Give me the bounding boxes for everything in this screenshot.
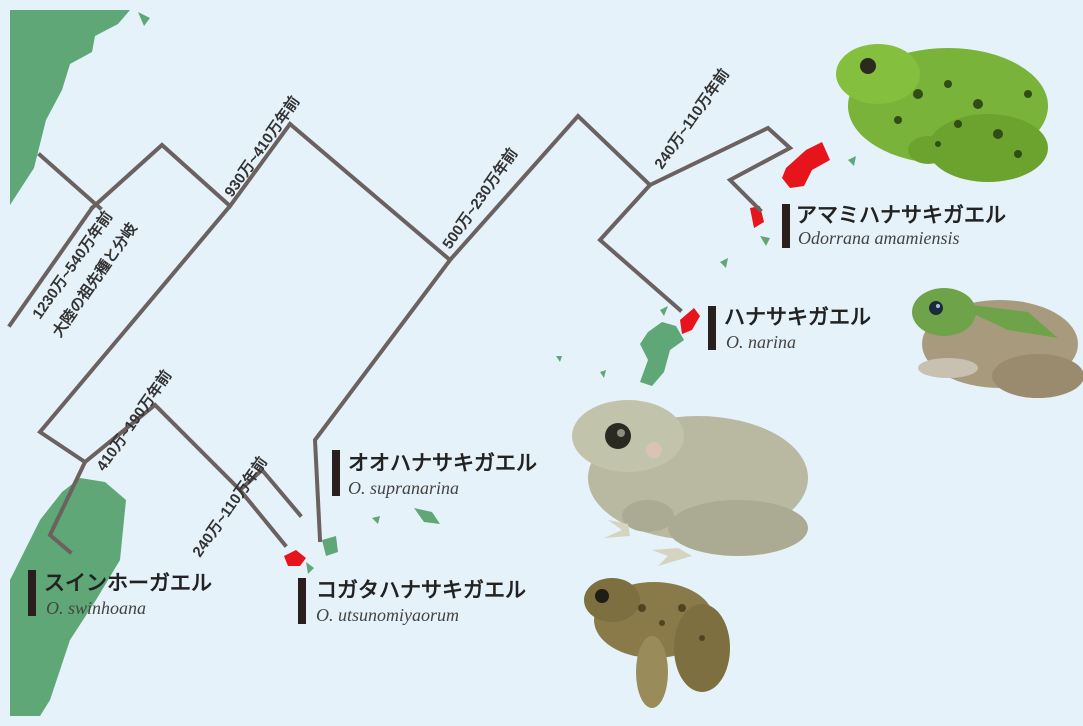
species-name-sci: Odorrana amamiensis: [798, 228, 960, 248]
frog-foreleg: [908, 136, 948, 164]
label-bar: [28, 570, 36, 616]
frog-ear: [646, 442, 662, 458]
label-bar: [332, 450, 340, 496]
islet: [760, 236, 770, 246]
species-name-jp: アマミハナサキガエル: [796, 203, 1006, 227]
mainland-island: [138, 12, 150, 26]
branch-narina: [600, 185, 680, 310]
yaeyama-highlight: [284, 550, 306, 566]
frog-eye: [860, 58, 876, 74]
species-name-sci: O. utsunomiyaorum: [316, 605, 459, 625]
frog-head: [912, 288, 976, 336]
species-name-jp: スインホーガエル: [44, 571, 212, 595]
taiwan-island: [10, 478, 126, 716]
frog-photo-icon: [572, 400, 808, 566]
islet: [848, 156, 856, 166]
frog-photo-icon: [836, 44, 1048, 182]
okinawa-islands: [640, 322, 684, 386]
frog-photo-icon: [912, 288, 1083, 398]
species-label-narina: ハナサキガエル O. narina: [708, 305, 871, 352]
branch-utsunomiyaorum: [240, 490, 285, 545]
islet: [600, 370, 606, 378]
species-name-jp: オオハナサキガエル: [348, 451, 537, 475]
label-bar: [708, 306, 716, 350]
branch-supranarina: [315, 260, 450, 540]
frog-hindleg: [992, 354, 1083, 398]
frog-foreleg: [918, 358, 978, 378]
frog-eye-highlight: [617, 429, 625, 437]
frog-eye: [929, 301, 943, 315]
species-label-supranarina: オオハナサキガエル O. supranarina: [332, 450, 537, 498]
label-bar: [782, 204, 790, 248]
species-name-sci: O. swinhoana: [46, 598, 146, 618]
branch-continental-tip: [40, 155, 100, 208]
frog-foreleg: [622, 500, 674, 532]
islet: [322, 536, 338, 556]
divergence-label-410: 410万~190万年前: [93, 367, 176, 475]
islet: [720, 258, 728, 268]
species-label-utsunomiyaorum: コガタハナサキガエル O. utsunomiyaorum: [298, 578, 526, 625]
species-name-sci: O. narina: [726, 332, 796, 352]
islet: [372, 516, 380, 524]
species-name-jp: コガタハナサキガエル: [316, 578, 526, 602]
branch-node2: [290, 116, 650, 260]
divergence-label-240-amami: 240万~110万年前: [651, 65, 733, 172]
frog-hindleg: [674, 604, 730, 692]
frog-foreleg: [636, 636, 668, 708]
frog-hindfoot: [652, 548, 692, 566]
species-name-jp: ハナサキガエル: [724, 305, 871, 329]
frog-head: [584, 578, 640, 622]
species-name-sci: O. supranarina: [348, 478, 459, 498]
divergence-label-930: 930万~410万年前: [221, 93, 304, 201]
frog-eye: [605, 423, 631, 449]
frog-photo-icon: [584, 578, 730, 708]
mainland-china: [10, 10, 130, 205]
frog-eye-highlight: [936, 304, 940, 308]
frog-eye: [595, 589, 609, 603]
islet: [414, 508, 440, 524]
islet: [556, 356, 562, 362]
frog-head: [836, 44, 920, 104]
okinawa-highlight: [680, 308, 700, 334]
divergence-label-240-yaeyama: 240万~110万年前: [189, 453, 271, 560]
islet: [660, 306, 668, 316]
species-label-swinhoana: スインホーガエル O. swinhoana: [28, 570, 212, 618]
islet: [306, 562, 314, 574]
label-bar: [298, 578, 306, 624]
divergence-label-500: 500万~230万年前: [439, 145, 522, 253]
species-label-amamiensis: アマミハナサキガエル Odorrana amamiensis: [782, 203, 1006, 248]
frog-hindleg: [668, 500, 808, 556]
